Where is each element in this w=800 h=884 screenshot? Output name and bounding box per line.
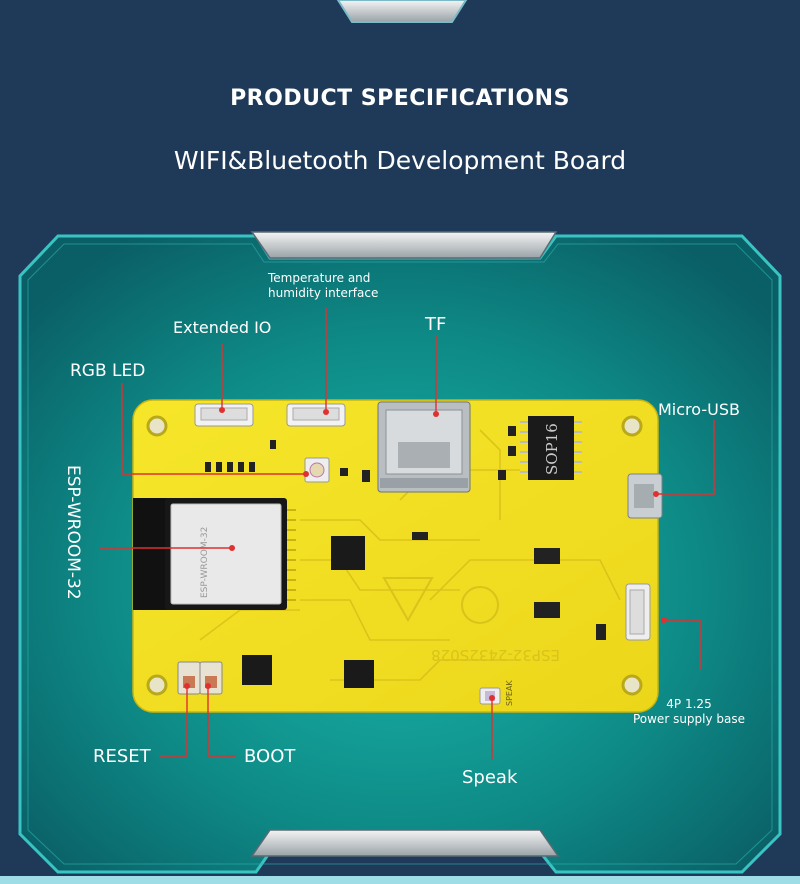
temp-humidity-line1: Temperature and bbox=[268, 271, 371, 285]
temp-humidity-connector bbox=[286, 403, 346, 427]
page-title: PRODUCT SPECIFICATIONS bbox=[230, 86, 570, 111]
esp-module-label-wrap: ESP-WROOM-32 bbox=[63, 465, 85, 635]
power-supply-label: 4P 1.25 Power supply base bbox=[626, 697, 752, 727]
board-silk-text: ESP32-2432S028 bbox=[431, 646, 560, 664]
temp-humidity-line2: humidity interface bbox=[268, 286, 379, 300]
module-silk-text: ESP-WROOM-32 bbox=[200, 527, 210, 598]
speak-silk-text: SPEAK bbox=[505, 680, 514, 706]
mounting-holes bbox=[146, 415, 643, 696]
tf-label: TF bbox=[425, 314, 447, 335]
boot-label: BOOT bbox=[244, 746, 296, 767]
callout-rgb-led bbox=[121, 383, 306, 475]
temp-humidity-label: Temperature and humidity interface bbox=[268, 271, 378, 301]
micro-usb-label: Micro-USB bbox=[658, 400, 740, 419]
page-subtitle: WIFI&Bluetooth Development Board bbox=[173, 146, 627, 175]
callout-boot bbox=[207, 686, 236, 757]
power-line2: Power supply base bbox=[632, 712, 746, 726]
reset-label: RESET bbox=[93, 746, 151, 767]
sop16-chip bbox=[528, 416, 574, 480]
callout-reset bbox=[160, 686, 188, 757]
callout-micro-usb bbox=[656, 420, 715, 495]
sop16-label: SOP16 bbox=[543, 423, 561, 475]
chip-lower-center bbox=[344, 660, 374, 688]
panel-bottom-bar bbox=[250, 829, 560, 857]
esp-module-label: ESP-WROOM-32 bbox=[63, 465, 83, 600]
speak-label: Speak bbox=[462, 767, 518, 788]
callout-power bbox=[664, 619, 701, 670]
rgb-led-label: RGB LED bbox=[70, 361, 146, 381]
chip-lower-left bbox=[242, 655, 272, 685]
esp-module-shield bbox=[170, 503, 282, 605]
chip-center bbox=[331, 536, 365, 570]
top-tab bbox=[336, 0, 468, 23]
extended-io-label: Extended IO bbox=[173, 318, 272, 337]
extended-io-connector bbox=[194, 403, 254, 427]
esp-module-antenna bbox=[133, 498, 171, 610]
panel-top-bar bbox=[250, 231, 558, 259]
power-line1: 4P 1.25 bbox=[666, 697, 712, 711]
tf-card-slot bbox=[377, 401, 471, 493]
